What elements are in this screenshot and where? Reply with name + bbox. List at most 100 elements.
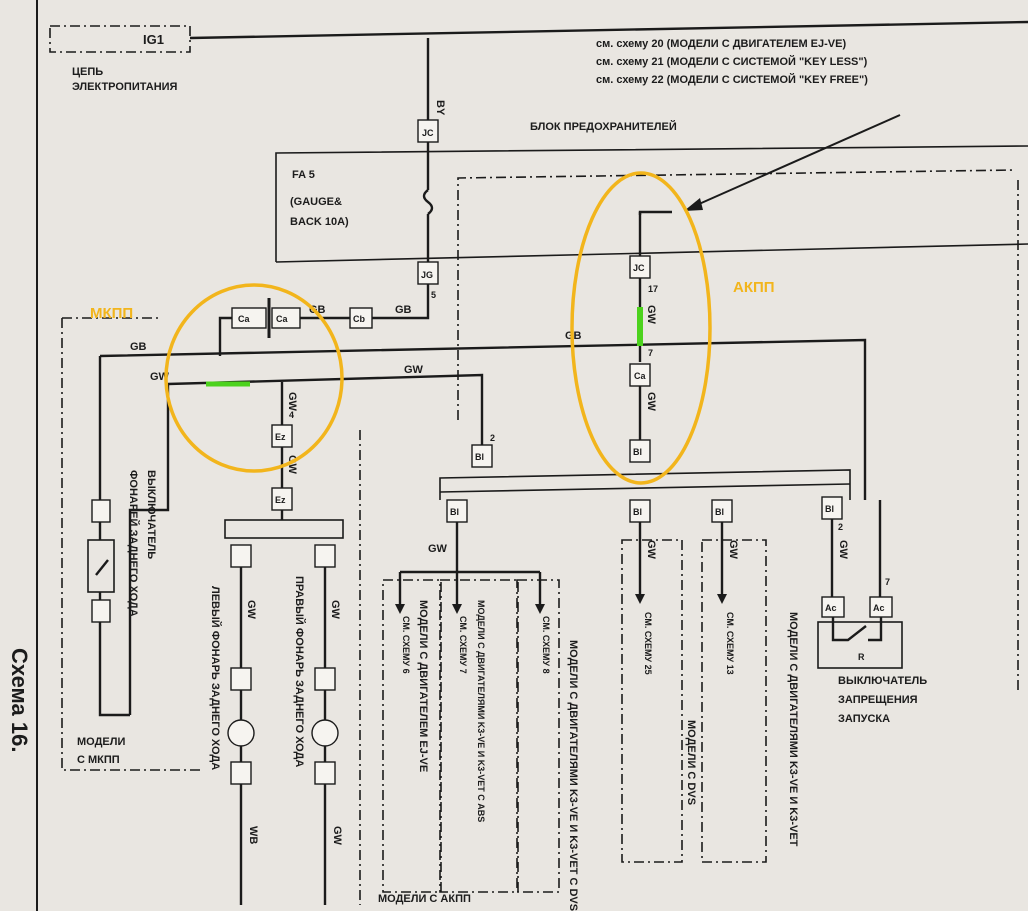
- start-switch-contact-b: [868, 617, 883, 642]
- ref-scheme-25: СМ. СХЕМУ 25: [643, 612, 653, 675]
- ref-arrowhead: [684, 198, 703, 211]
- connector-start-switch-b-label: Ac: [873, 603, 885, 613]
- connector-right-lamp-a: [314, 667, 336, 691]
- reverse-switch-contact: [95, 559, 109, 576]
- by-wire-label: BY: [434, 100, 446, 116]
- model-label-ej: МОДЕЛИ С ДВИГАТЕЛЕМ EJ-VE: [417, 600, 429, 772]
- right-lamp-bulb: [311, 719, 339, 747]
- power-tag: IG1: [143, 32, 164, 47]
- left-lamp-label: ЛЕВЫЙ ФОНАРЬ ЗАДНЕГО ХОДА: [209, 586, 222, 770]
- gw-bus-wire: [167, 373, 484, 445]
- connector-cb-gb-label: Cb: [353, 314, 365, 324]
- right-lamp-gw: GW: [329, 600, 341, 620]
- ig1-bus-wire: [189, 20, 1028, 40]
- start-switch-body: [817, 621, 903, 669]
- connector-ca-label-left: Ca: [238, 314, 250, 324]
- branch-s25-gw: GW: [645, 540, 657, 560]
- mkpp-annotation: МКПП: [90, 305, 133, 322]
- connector-akpp-br-label: Bl: [633, 447, 642, 457]
- branch-s7-arrow: [452, 604, 462, 614]
- branch-s25-arrow: [635, 594, 645, 604]
- branch-1-gw: GW: [428, 543, 448, 555]
- branch-s13-gw: GW: [727, 540, 739, 560]
- akpp-annotation: АКПП: [733, 279, 775, 296]
- model-label-abs: МОДЕЛИ С ДВИГАТЕЛЯМИ K3-VE И K3-VET С AB…: [476, 600, 486, 822]
- gb-label-left: GB: [130, 341, 147, 353]
- gb-wire-fuse-out: [372, 284, 430, 320]
- connector-right-lamp-top: [314, 544, 336, 568]
- pin-4-label: 4: [289, 410, 294, 420]
- model-box-k3: [701, 539, 767, 863]
- gw-label-lamps-1: GW: [286, 392, 298, 412]
- ref-note-22: см. схему 22 (МОДЕЛИ С СИСТЕМОЙ "KEY FRE…: [596, 73, 868, 86]
- ref-scheme-8: СМ. СХЕМУ 8: [541, 616, 551, 674]
- fuse-id: FA 5: [292, 169, 315, 181]
- ref-note-21: см. схему 21 (МОДЕЛИ С СИСТЕМОЙ "KEY LES…: [596, 55, 868, 68]
- lamp-junction-bar: [224, 519, 344, 539]
- fuse-block-title: БЛОК ПРЕДОХРАНИТЕЛЕЙ: [530, 120, 677, 133]
- branch-s6-arrow: [395, 604, 405, 614]
- pin-7-label-b: 7: [885, 577, 890, 587]
- model-box-dvs1: [516, 579, 560, 893]
- model-label-dvs1: МОДЕЛИ С ДВИГАТЕЛЯМИ K3-VE И K3-VET С DV…: [567, 640, 579, 911]
- connector-branch-1-label: Bl: [450, 507, 459, 517]
- fuse-name-2: BACK 10A): [290, 216, 349, 228]
- connector-akpp-jc-label: JC: [633, 263, 645, 273]
- connector-reverse-switch-top: [91, 499, 111, 523]
- pin-7-label: 7: [648, 348, 653, 358]
- akpp-dash-outline: [457, 169, 1016, 420]
- akpp-highlight-ellipse: [570, 171, 712, 485]
- connector-left-lamp-b: [230, 761, 252, 785]
- reverse-switch-label-1: ВЫКЛЮЧАТЕЛЬ: [145, 470, 157, 559]
- pin-2-label-a: 2: [490, 433, 495, 443]
- start-switch-contact-a: [831, 617, 867, 642]
- connector-akpp-mid-label: Ca: [634, 371, 646, 381]
- akpp-distribution-bar-inner: [439, 483, 851, 493]
- start-switch-mark: R: [858, 652, 865, 662]
- connector-reverse-switch-bottom: [91, 599, 111, 623]
- start-switch-label-2: ЗАПРЕЩЕНИЯ: [838, 694, 918, 706]
- connector-gw-drop: [471, 444, 493, 468]
- model-box-dvs2: [621, 539, 683, 863]
- connector-jc-top-label: JC: [422, 128, 434, 138]
- pin-17-label: 17: [648, 284, 658, 294]
- model-label-k3: МОДЕЛИ С ДВИГАТЕЛЯМИ K3-VE И K3-VET: [787, 612, 799, 847]
- left-lamp-bulb: [227, 719, 255, 747]
- ref-scheme-13: СМ. СХЕМУ 13: [725, 612, 735, 675]
- left-lamp-gw: GW: [245, 600, 257, 620]
- ref-scheme-7: СМ. СХЕМУ 7: [458, 616, 468, 674]
- fuse-block-outline-bottom: [275, 243, 1028, 263]
- connector-start-switch-a-label: Ac: [825, 603, 837, 613]
- connector-branch-4-label: Bl: [825, 504, 834, 514]
- connector-left-lamp-top: [230, 544, 252, 568]
- connector-gw-drop-label: Bl: [475, 452, 484, 462]
- connector-lamp-feed-2-label: Ez: [275, 495, 286, 505]
- connector-jg-label: JG: [421, 270, 433, 280]
- model-label-dvs2: МОДЕЛИ С DVS: [685, 720, 697, 805]
- model-box-ej: [382, 579, 442, 893]
- models-mkpp-2: С МКПП: [77, 754, 120, 766]
- gw-wire-switch-return: [128, 384, 170, 715]
- model-box-abs: [439, 579, 519, 893]
- reverse-switch-label-2: ФОНАРЕЙ ЗАДНЕГО ХОДА: [127, 470, 140, 617]
- akpp-gw-label-1: GW: [645, 305, 657, 325]
- branch-s13-arrow: [717, 594, 727, 604]
- fuse-name-1: (GAUGE&: [290, 196, 342, 208]
- akpp-feed-top: [638, 210, 672, 215]
- gb-wire-left-drop: [218, 316, 232, 356]
- start-switch-label-3: ЗАПУСКА: [838, 713, 890, 725]
- connector-left-lamp-a: [230, 667, 252, 691]
- mkpp-highlight-ellipse: [164, 283, 344, 473]
- connector-branch-2-label: Bl: [633, 507, 642, 517]
- ref-arrow: [689, 114, 901, 209]
- start-switch-gw: GW: [837, 540, 849, 560]
- connector-right-lamp-b: [314, 761, 336, 785]
- gw-label-mid: GW: [404, 364, 424, 376]
- connector-ca-label-right: Ca: [276, 314, 288, 324]
- fuse-block-outline-top: [275, 145, 1028, 262]
- connector-lamp-feed-1-label: Ez: [275, 432, 286, 442]
- pin-2-label-b: 2: [838, 522, 843, 532]
- akpp-distribution-bar: [439, 469, 851, 500]
- right-lamp-label: ПРАВЫЙ ФОНАРЬ ЗАДНЕГО ХОДА: [293, 576, 306, 767]
